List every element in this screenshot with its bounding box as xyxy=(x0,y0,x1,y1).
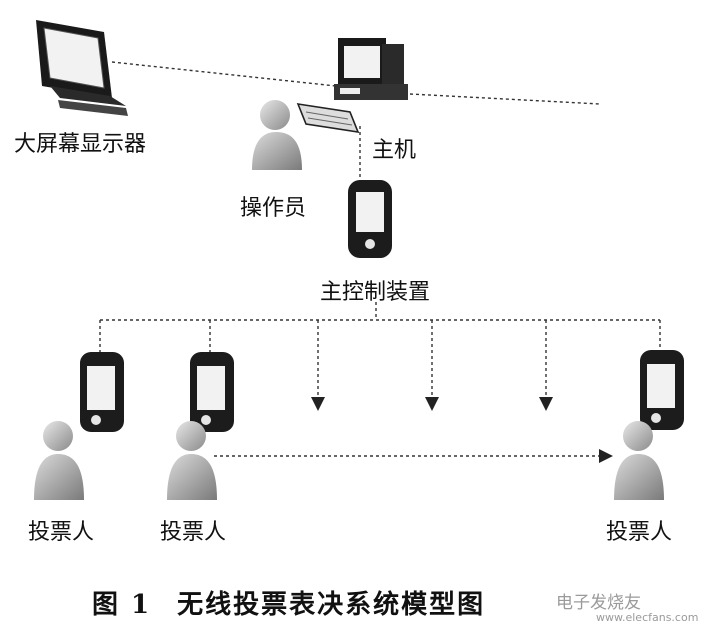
voter-1-device xyxy=(80,352,124,432)
operator-label: 操作员 xyxy=(240,196,307,221)
voter-3-label: 投票人 xyxy=(606,520,673,545)
desktop-computer-icon xyxy=(296,38,408,134)
host-label: 主机 xyxy=(372,138,417,163)
figure-number: 图 1 xyxy=(92,590,152,620)
connection-lines xyxy=(99,61,661,463)
voter-3-person xyxy=(614,421,664,500)
monitor-host-link xyxy=(111,61,337,87)
host-link-right xyxy=(409,93,601,105)
voter-1-person xyxy=(34,421,84,500)
monitor-label: 大屏幕显示器 xyxy=(14,132,147,157)
voter-2-label: 投票人 xyxy=(160,520,227,545)
voter-2-person xyxy=(167,421,217,500)
voter-3-device xyxy=(640,350,684,430)
voter-1-label: 投票人 xyxy=(28,520,95,545)
person-icon xyxy=(252,100,302,170)
handheld-device-icon xyxy=(348,180,392,258)
monitor-icon xyxy=(36,20,128,116)
watermark-url: www.elecfans.com xyxy=(596,611,699,624)
watermark-site-name: 电子发烧友 xyxy=(556,593,641,613)
figure-caption: 图 1 无线投票表决系统模型图 xyxy=(92,584,485,621)
figure-title: 无线投票表决系统模型图 xyxy=(177,590,486,620)
voter-2-device xyxy=(190,352,234,432)
controller-label: 主控制装置 xyxy=(320,280,431,305)
